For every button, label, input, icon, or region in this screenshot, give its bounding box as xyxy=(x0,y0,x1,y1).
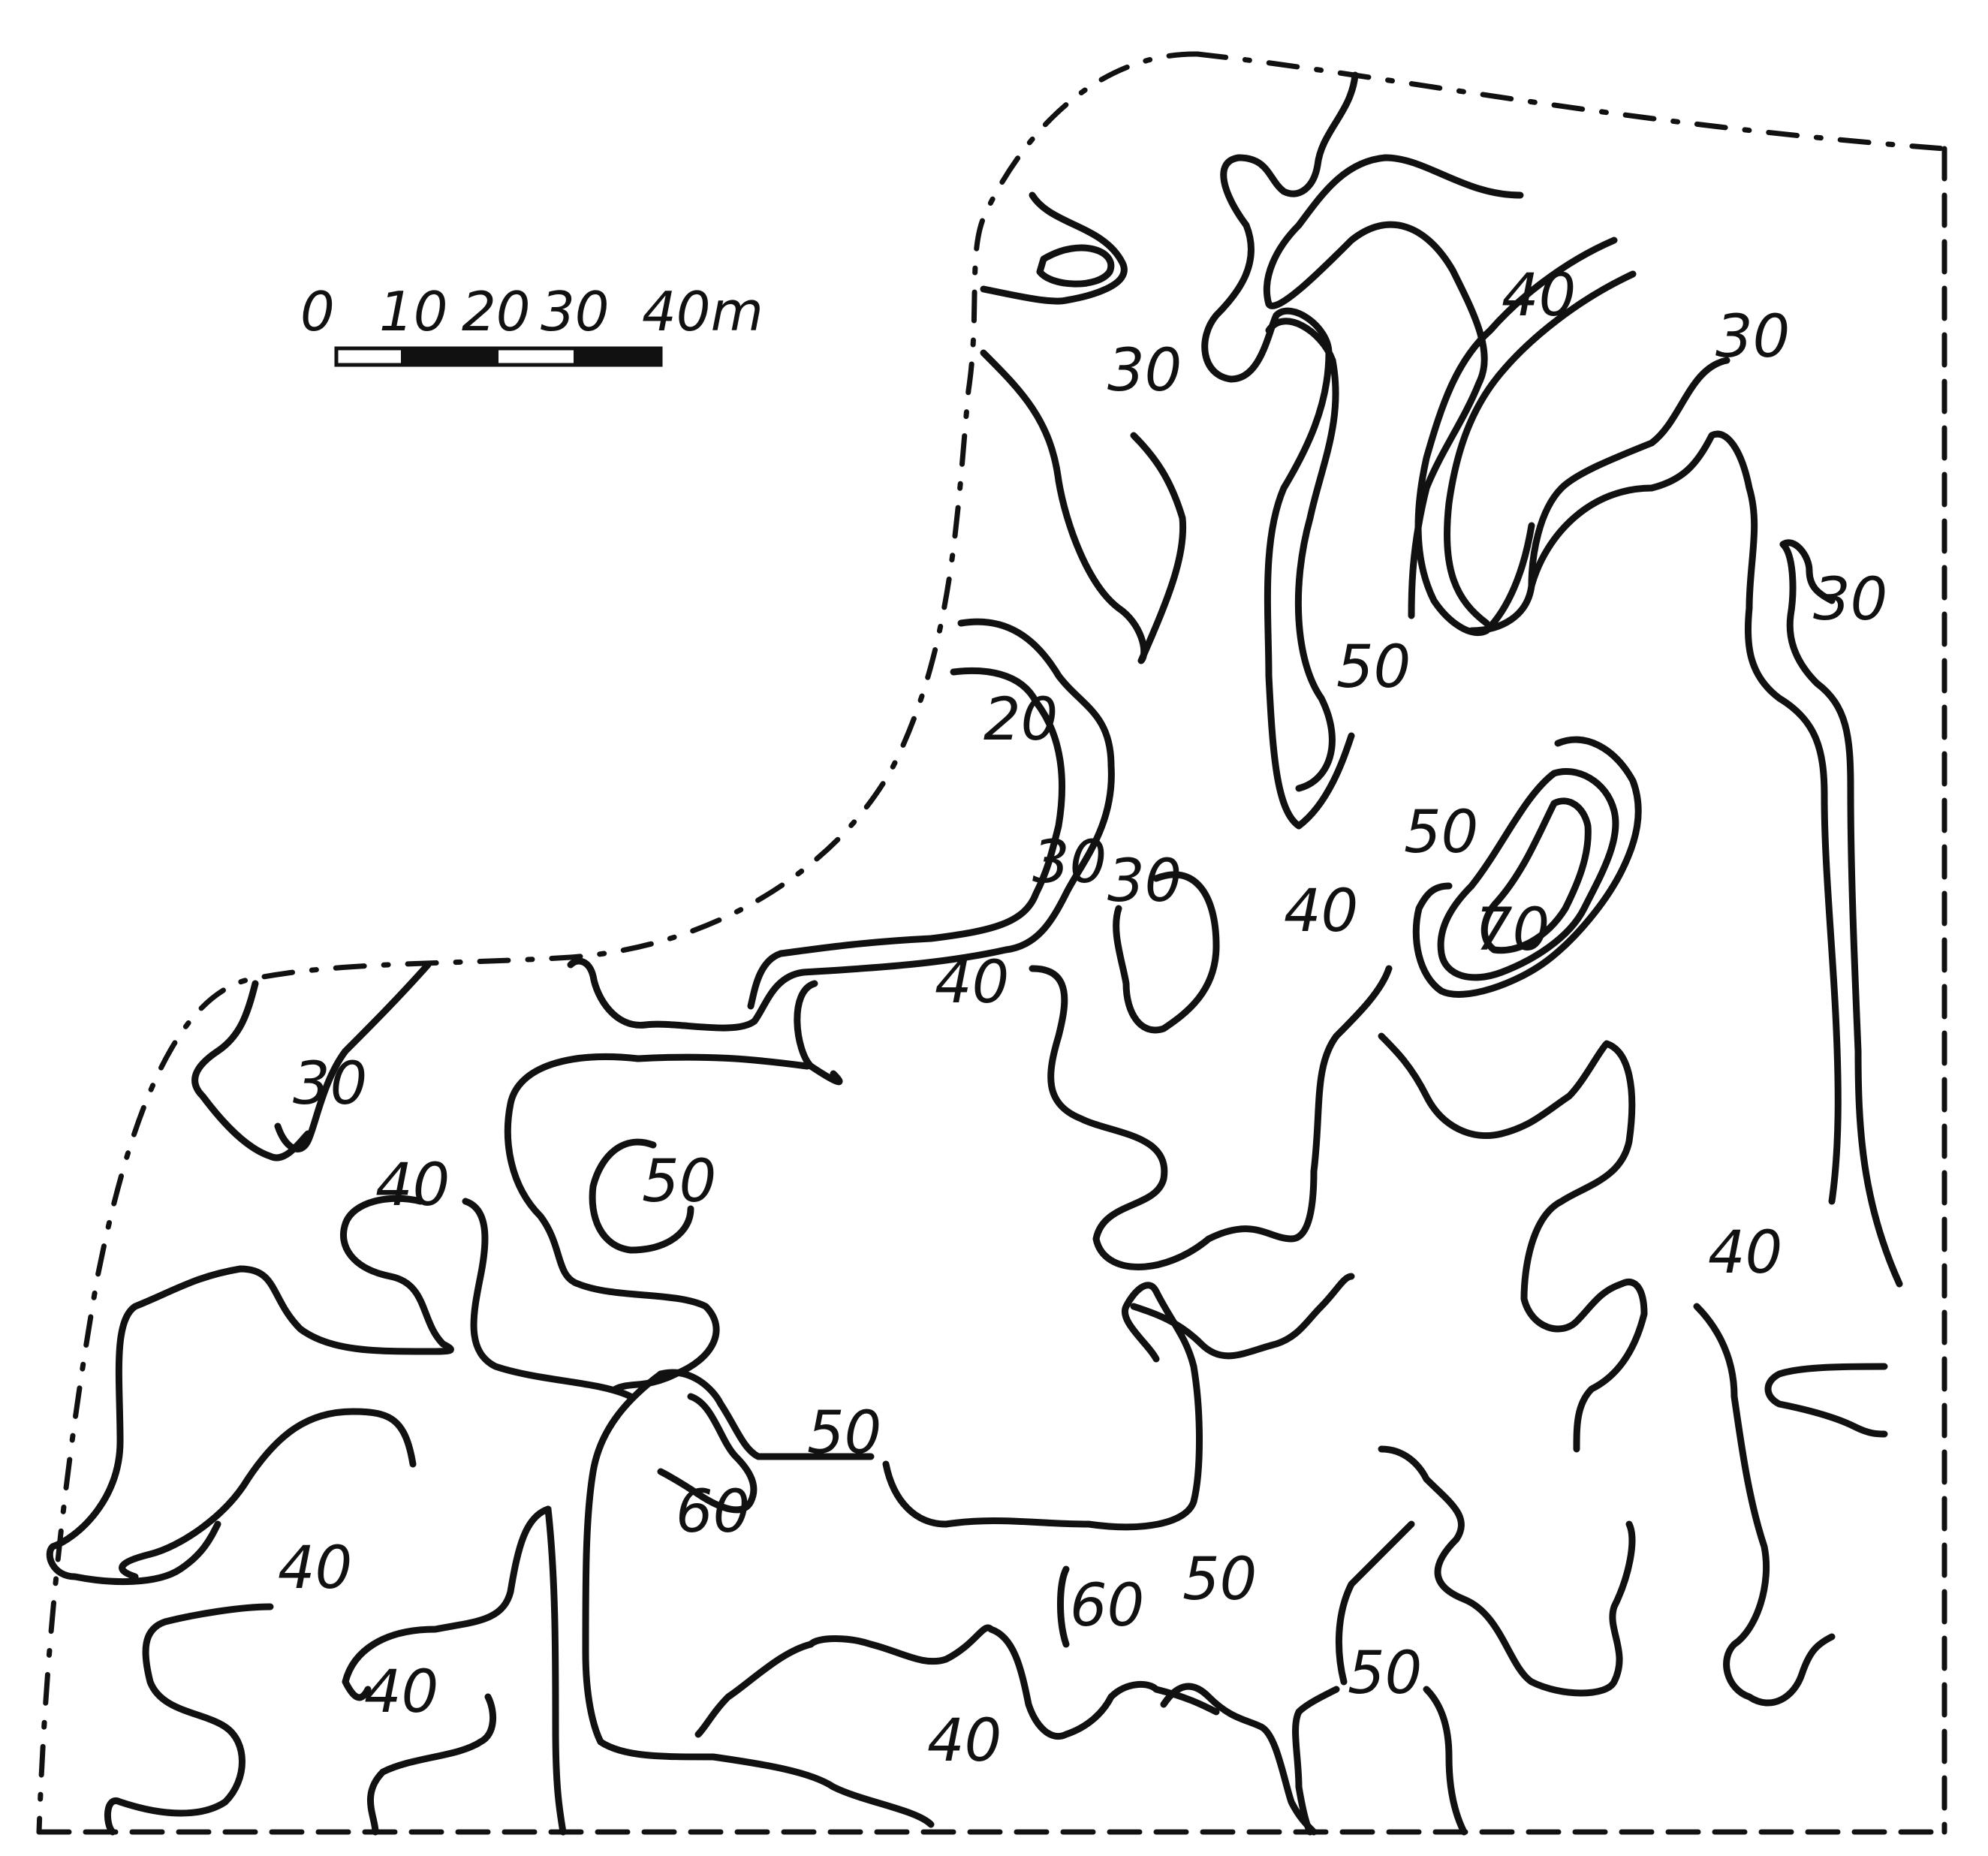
contour-nw-30 xyxy=(980,191,1128,305)
contour-label: 70 xyxy=(1475,896,1550,964)
contour-50-south-b xyxy=(1160,1683,1318,1836)
contour-label: 50 xyxy=(1348,1640,1422,1707)
contour-label: 50 xyxy=(1182,1546,1257,1613)
contour-label: 40 xyxy=(1502,262,1576,330)
contour-40-west-loop xyxy=(462,1198,634,1400)
contour-label: 60 xyxy=(676,1478,750,1546)
scale-bar-segment xyxy=(401,348,499,365)
contour-50-east-south xyxy=(1335,1520,1415,1686)
contour-value-labels: 30 30 30 30 40 40 40 40 40 40 40 40 40 2… xyxy=(278,262,1887,1775)
contour-label: 50 xyxy=(1336,634,1411,701)
contour-50-tongue xyxy=(1265,318,1339,792)
contour-label: 40 xyxy=(935,949,1009,1017)
contour-30-small xyxy=(1113,871,1220,1034)
contour-label: 20 xyxy=(983,686,1058,754)
scale-tick-label: 0 xyxy=(300,280,335,343)
contour-50-central-south xyxy=(582,1370,935,1828)
contour-central-40 xyxy=(1029,965,1393,1270)
contour-ne-40-b xyxy=(1444,270,1637,627)
scale-tick-label: 10 xyxy=(379,280,448,343)
contour-ne-30 xyxy=(1468,357,1730,634)
contour-label: 50 xyxy=(642,1148,716,1216)
contour-hill-70-inner xyxy=(1480,797,1592,954)
contour-label: 50 xyxy=(807,1400,881,1467)
contour-label: 40 xyxy=(364,1659,438,1726)
contour-east-40 xyxy=(1378,1032,1648,1453)
contour-label: 60 xyxy=(1070,1572,1144,1640)
contour-40-sw-c xyxy=(342,1505,552,1701)
contour-lines xyxy=(46,71,1903,1836)
scale-tick-label: 20 xyxy=(462,280,531,343)
scale-bar-labels: 0 10 20 30 40m xyxy=(300,280,764,343)
contour-40-sw-d xyxy=(367,1693,497,1836)
scale-tick-label: 30 xyxy=(541,280,610,343)
contour-south-40 xyxy=(807,1624,1220,1740)
contour-label: 50 xyxy=(1404,799,1478,866)
contour-label: 30 xyxy=(1813,566,1887,634)
contour-east-40-south xyxy=(1693,1303,1836,1707)
contour-40-vertical-west xyxy=(544,1505,567,1836)
contour-hill-70-outer xyxy=(1412,736,1642,998)
contour-east-loop-right xyxy=(1764,1363,1888,1438)
contour-40-sw-b xyxy=(104,1603,274,1836)
contour-label: 30 xyxy=(1107,337,1182,405)
contour-40-sw-a xyxy=(119,1408,417,1580)
contour-60-west xyxy=(657,1369,875,1460)
contour-top-ridge xyxy=(1201,71,1359,830)
scale-bar-segment xyxy=(574,348,661,365)
contour-30-fork-a xyxy=(980,349,1187,664)
contour-west-40-big xyxy=(504,1053,811,1393)
contour-label: 40 xyxy=(927,1707,1002,1775)
site-boundary xyxy=(36,51,1947,1835)
contour-central-south-hook xyxy=(1130,1273,1355,1360)
contour-small-hill-ne xyxy=(1036,244,1115,288)
contour-50-south-d xyxy=(1423,1686,1468,1836)
contour-label: 30 xyxy=(1107,848,1182,915)
scale-bar: 0 10 20 30 40m xyxy=(300,280,764,367)
contour-label: 40 xyxy=(278,1535,352,1602)
contour-label: 40 xyxy=(1284,878,1358,945)
contour-south-40-bottom xyxy=(694,1641,815,1738)
contour-30-sw-hook xyxy=(191,980,312,1162)
contour-50-se xyxy=(1378,1445,1636,1697)
scale-tick-label: 40m xyxy=(642,280,764,343)
contour-ne-arc-outer xyxy=(1263,154,1524,619)
contour-label: 30 xyxy=(293,1050,367,1118)
contour-central-30-inner xyxy=(747,667,1066,1010)
contour-60-west-inner xyxy=(657,1393,758,1514)
contour-label: 30 xyxy=(1032,829,1107,896)
contour-50-west-small xyxy=(589,1138,694,1254)
contour-east-30-tip xyxy=(1779,539,1836,604)
contour-40-west-outer xyxy=(46,1195,454,1586)
contour-east-30-loop xyxy=(1528,430,1842,1205)
contour-central-50-bowl xyxy=(882,1282,1203,1531)
contour-50-south-c xyxy=(1292,1686,1340,1836)
contour-label: 40 xyxy=(375,1152,450,1219)
contour-60-south xyxy=(1057,1565,1070,1648)
contour-hill-70-mid xyxy=(1437,767,1619,981)
contour-east-30-right xyxy=(1779,541,1903,1288)
contour-label: 30 xyxy=(1715,303,1790,371)
boundary-top-edge xyxy=(1194,51,1947,152)
contour-label: 40 xyxy=(1708,1219,1782,1287)
contour-central-20-30 xyxy=(567,618,1115,1032)
